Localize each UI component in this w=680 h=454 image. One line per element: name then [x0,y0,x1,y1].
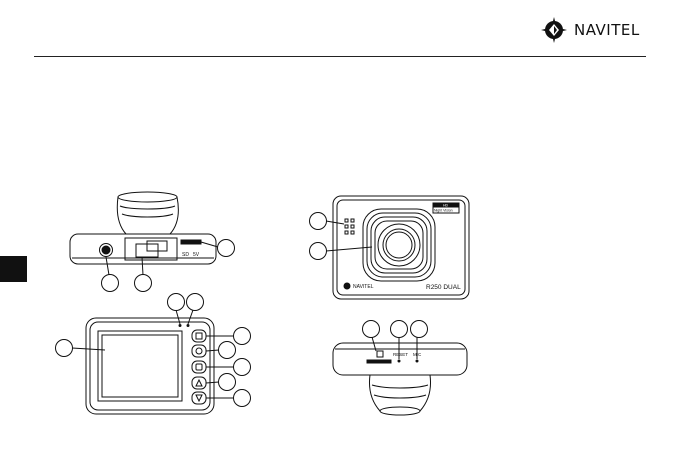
sd-slot-label: SD [182,252,189,258]
model-name-text: R250 DUAL [426,284,461,291]
reset-label: RESET [393,352,408,357]
back-view-figure [56,294,251,415]
badge-hd-text: HD [443,204,449,208]
top-view-figure [70,192,235,292]
badge-night-vision-text: Night Vision [434,209,453,213]
usb-port-label: 5V [193,252,200,258]
mic-label: MIC [413,352,422,357]
front-brand-text: NAVITEL [353,284,374,290]
bottom-view-figure [333,321,467,416]
